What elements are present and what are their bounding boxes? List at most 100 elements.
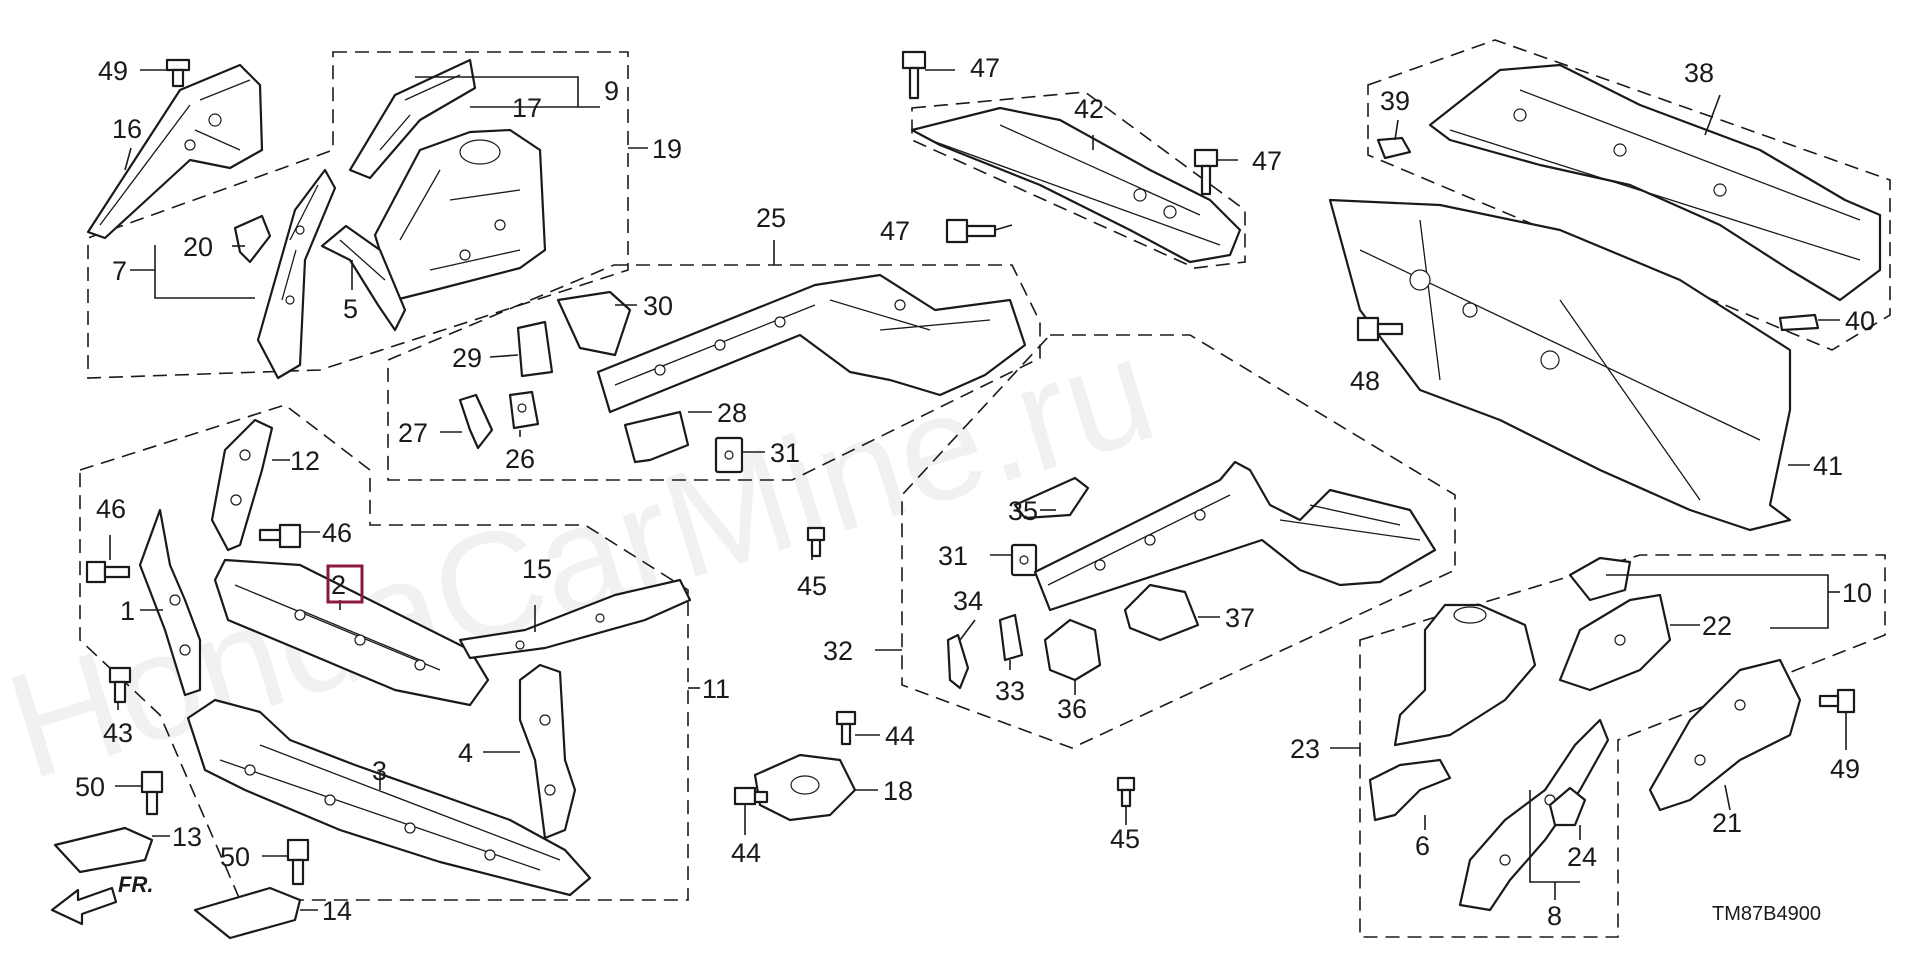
part-19	[373, 128, 547, 302]
callout-45-lower[interactable]: 45	[1110, 824, 1140, 854]
callout-22[interactable]: 22	[1702, 611, 1732, 641]
callout-47-top[interactable]: 47	[970, 53, 1000, 83]
part-32	[1033, 460, 1437, 612]
callout-31[interactable]: 31	[770, 438, 800, 468]
callout-29[interactable]: 29	[452, 343, 482, 373]
callout-39[interactable]: 39	[1380, 86, 1410, 116]
part-29	[516, 320, 554, 378]
callout-47-right[interactable]: 47	[1252, 146, 1282, 176]
callout-50-right[interactable]: 50	[220, 842, 250, 872]
callout-36[interactable]: 36	[1057, 694, 1087, 724]
callout-46-left[interactable]: 46	[96, 494, 126, 524]
callout-13[interactable]: 13	[172, 822, 202, 852]
callout-6[interactable]: 6	[1415, 831, 1430, 861]
part-20	[233, 214, 272, 264]
callout-24[interactable]: 24	[1567, 842, 1597, 872]
part-22	[1558, 593, 1672, 692]
bolt-46-right	[258, 523, 302, 549]
part-14	[193, 886, 302, 940]
callout-11[interactable]: 11	[702, 674, 730, 704]
callout-15[interactable]: 15	[522, 554, 552, 584]
callout-43[interactable]: 43	[103, 718, 133, 748]
part-37	[1123, 583, 1200, 642]
callout-18[interactable]: 18	[883, 776, 913, 806]
callout-19[interactable]: 19	[652, 134, 682, 164]
part-26	[508, 390, 540, 430]
callout-49[interactable]: 49	[98, 56, 128, 86]
bolt-49-top	[165, 58, 191, 88]
bolt-47-left	[945, 218, 997, 244]
callout-10[interactable]: 10	[1842, 578, 1872, 608]
part-13	[53, 826, 154, 874]
callout-14[interactable]: 14	[322, 896, 352, 926]
callout-34[interactable]: 34	[953, 586, 983, 616]
watermark-text: HondaCarMine.ru	[0, 304, 1172, 811]
part-15	[458, 578, 692, 660]
callout-8[interactable]: 8	[1547, 901, 1562, 931]
callout-21[interactable]: 21	[1712, 808, 1742, 838]
callout-45-upper[interactable]: 45	[797, 571, 827, 601]
callout-41[interactable]: 41	[1813, 451, 1843, 481]
front-direction-arrow: FR.	[50, 872, 153, 926]
group-outline-38	[1367, 39, 1891, 351]
bolt-44-top	[835, 710, 857, 746]
callout-38[interactable]: 38	[1684, 58, 1714, 88]
callout-30[interactable]: 30	[643, 291, 673, 321]
callout-5[interactable]: 5	[343, 294, 358, 324]
group-outline-11	[79, 404, 689, 901]
callout-25[interactable]: 25	[756, 203, 786, 233]
callout-28[interactable]: 28	[717, 398, 747, 428]
callout-26[interactable]: 26	[505, 444, 535, 474]
callout-labels: 49 16 17 9 19 20 7 5 25 30 29 27 26 28 3…	[75, 53, 1875, 931]
callout-2[interactable]: 2	[331, 570, 346, 600]
callout-4[interactable]: 4	[458, 738, 473, 768]
part-30	[556, 290, 632, 357]
callout-35[interactable]: 35	[1008, 496, 1038, 526]
bolt-46-left	[85, 560, 131, 584]
callout-17[interactable]: 17	[512, 93, 542, 123]
callout-44-bottom[interactable]: 44	[731, 838, 761, 868]
part-16	[86, 63, 264, 240]
callout-9[interactable]: 9	[604, 76, 619, 106]
diagram-code: TM87B4900	[1712, 903, 1821, 925]
callout-20[interactable]: 20	[183, 232, 213, 262]
callout-27[interactable]: 27	[398, 418, 428, 448]
callout-3[interactable]: 3	[372, 756, 387, 786]
bolt-47-top	[901, 50, 927, 100]
part-40	[1778, 313, 1820, 332]
callout-50-left[interactable]: 50	[75, 772, 105, 802]
callout-32[interactable]: 32	[823, 636, 853, 666]
part-7	[256, 168, 337, 380]
part-2	[213, 558, 490, 707]
callout-49-right[interactable]: 49	[1830, 754, 1860, 784]
part-21	[1648, 658, 1802, 812]
callout-42[interactable]: 42	[1074, 94, 1104, 124]
part-42	[910, 106, 1242, 264]
part-1	[138, 508, 202, 697]
part-31-lower	[1010, 543, 1038, 577]
callout-33[interactable]: 33	[995, 676, 1025, 706]
callout-37[interactable]: 37	[1225, 603, 1255, 633]
callout-1[interactable]: 1	[120, 596, 135, 626]
bolt-50-right	[286, 838, 310, 886]
callout-40[interactable]: 40	[1845, 306, 1875, 336]
callout-47-left[interactable]: 47	[880, 216, 910, 246]
part-28	[623, 410, 690, 464]
callout-48[interactable]: 48	[1350, 366, 1380, 396]
part-41	[1328, 198, 1792, 532]
callout-44-top[interactable]: 44	[885, 721, 915, 751]
bolt-50-left	[140, 770, 164, 816]
callout-23[interactable]: 23	[1290, 734, 1320, 764]
callout-12[interactable]: 12	[290, 446, 320, 476]
bolt-48	[1356, 316, 1404, 342]
callout-16[interactable]: 16	[112, 114, 142, 144]
callout-46-right[interactable]: 46	[322, 518, 352, 548]
bolt-47-right	[1193, 148, 1219, 196]
group-outline-19	[87, 51, 629, 379]
part-3	[186, 698, 592, 897]
group-outline-32	[901, 334, 1456, 749]
callout-31-lower[interactable]: 31	[938, 541, 968, 571]
callout-7[interactable]: 7	[112, 256, 127, 286]
